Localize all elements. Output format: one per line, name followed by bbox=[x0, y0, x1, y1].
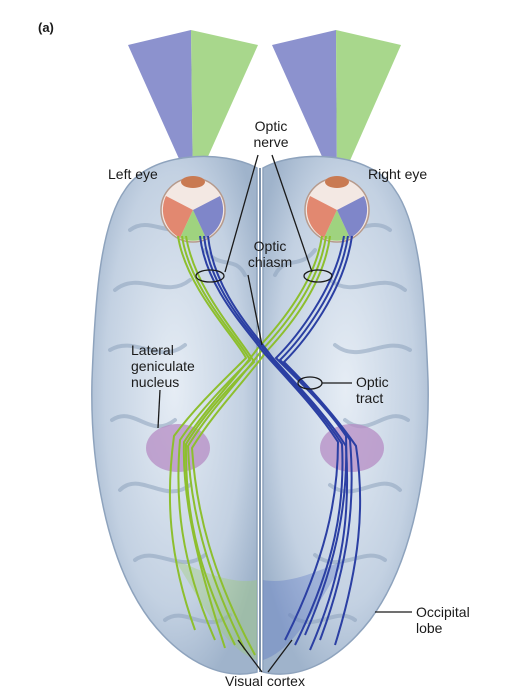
right-eyeball bbox=[304, 176, 370, 243]
right-eye-blue-field bbox=[272, 30, 337, 190]
optic-nerve-leader-right bbox=[271, 154, 313, 273]
panel-label: (a) bbox=[38, 20, 54, 35]
lgn-leader bbox=[157, 389, 161, 429]
left-eye-green-field bbox=[191, 30, 258, 190]
visual-cortex-leader-left bbox=[237, 639, 263, 673]
optic-nerve-label: Optic nerve bbox=[253, 118, 289, 150]
left-nerve-ring bbox=[195, 269, 225, 283]
left-eye-blue-field bbox=[128, 30, 193, 190]
right-eye-label: Right eye bbox=[368, 166, 428, 182]
optic-chiasm-label: Optic chiasm bbox=[247, 238, 293, 270]
right-eye-green-field bbox=[336, 30, 401, 190]
left-eyeball bbox=[160, 176, 226, 243]
brain bbox=[91, 155, 429, 675]
callout-marks bbox=[157, 154, 412, 673]
occipital-lobe-label: Occipital lobe bbox=[416, 604, 470, 636]
left-eye-label: Left eye bbox=[108, 166, 158, 182]
optic-nerve-leader-left bbox=[224, 154, 259, 273]
visual-cortex-leader-right bbox=[267, 639, 293, 673]
optic-tract-label: Optic tract bbox=[356, 374, 389, 406]
green-pathway bbox=[168, 235, 331, 656]
right-nerve-ring bbox=[303, 269, 333, 283]
blue-pathway bbox=[199, 235, 362, 651]
optic-chiasm-leader bbox=[247, 274, 263, 346]
visual-field-cones bbox=[128, 30, 401, 190]
visual-cortex-label: Visual cortex bbox=[225, 673, 305, 689]
lgn-label: Lateral geniculate nucleus bbox=[131, 342, 195, 390]
